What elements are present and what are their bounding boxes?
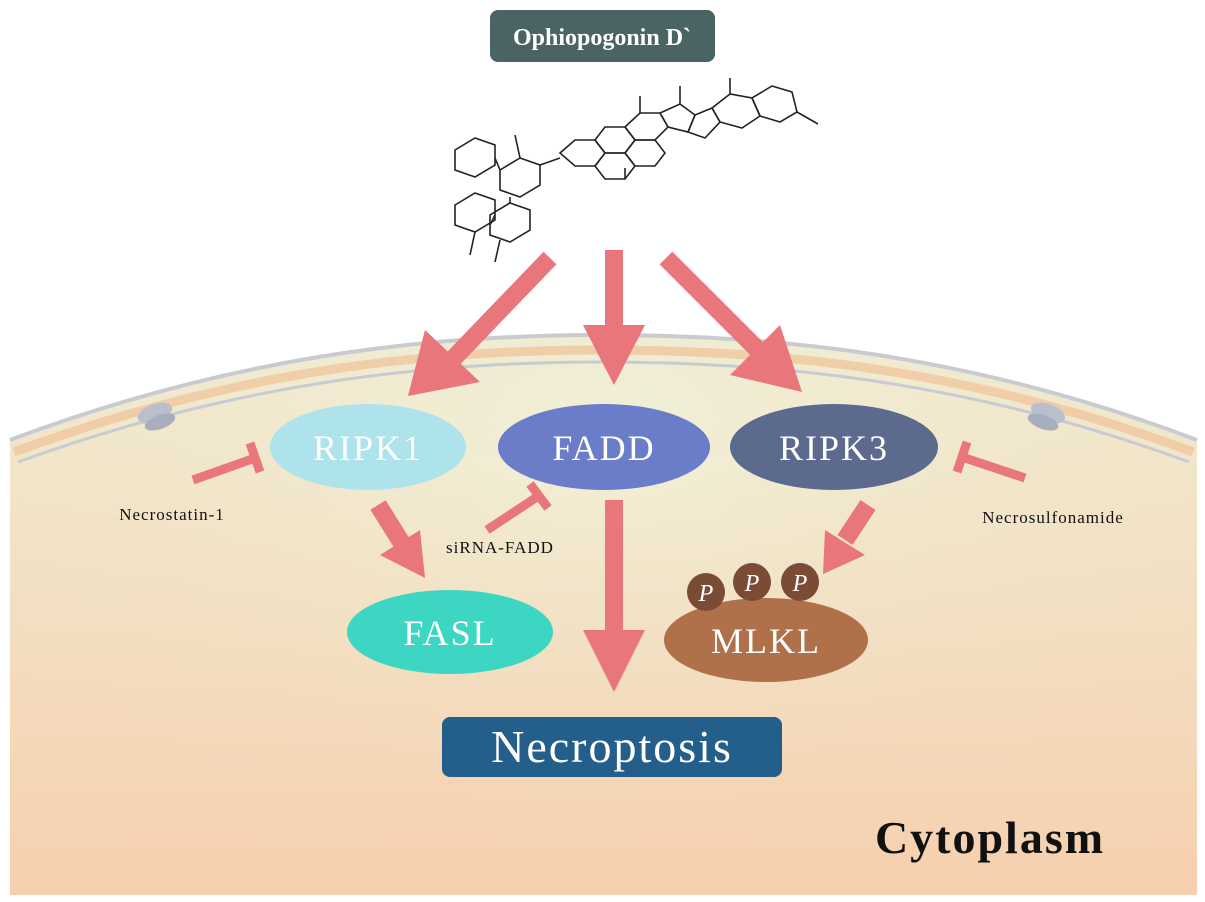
inhibitor-sirna-line — [484, 481, 552, 534]
node-fadd: FADD — [498, 404, 710, 490]
phospho-label-1: P — [698, 581, 714, 607]
necrosulfonamide-label: Necrosulfonamide — [982, 508, 1124, 527]
phospho-group-2: P — [733, 563, 771, 601]
arrow-drug-to-ripk3 — [659, 251, 802, 392]
phospho-group-3: P — [781, 563, 819, 601]
ripk3-label: RIPK3 — [779, 428, 889, 468]
membrane-channel-left — [137, 402, 176, 431]
ripk1-label: RIPK1 — [313, 428, 423, 468]
drug-label: Ophiopogonin D` — [513, 25, 691, 51]
node-mlkl: MLKL P P P — [664, 563, 868, 682]
node-ripk3: RIPK3 — [730, 404, 938, 490]
arrow-ripk1-to-fasl — [370, 500, 425, 578]
chemical-structure-icon — [454, 78, 819, 263]
arrow-drug-to-ripk1 — [408, 251, 557, 396]
sirna-fadd-label: siRNA-FADD — [446, 538, 554, 557]
phospho-label-3: P — [792, 571, 808, 597]
fasl-label: FASL — [403, 613, 496, 653]
node-ripk1: RIPK1 — [270, 404, 466, 490]
activation-arrows — [370, 250, 876, 692]
phospho-group-1: P — [687, 573, 725, 611]
inhibition-marks — [191, 440, 1027, 534]
fadd-label: FADD — [552, 428, 655, 468]
node-fasl: FASL — [347, 590, 553, 674]
arrow-drug-to-fadd — [583, 250, 645, 385]
drug-label-box: Ophiopogonin D` — [490, 10, 715, 62]
necroptosis-box: Necroptosis — [442, 717, 782, 777]
arrow-ripk3-to-mlkl — [823, 500, 876, 574]
mlkl-label: MLKL — [711, 621, 821, 661]
cytoplasm-label: Cytoplasm — [875, 812, 1105, 863]
arrow-fadd-to-necroptosis — [583, 500, 645, 692]
necroptosis-label: Necroptosis — [491, 721, 733, 772]
inhibitor-necrosulfonamide-line — [952, 440, 1027, 483]
membrane-channel-right — [1027, 402, 1066, 431]
necrostatin-label: Necrostatin-1 — [119, 505, 225, 524]
phospho-label-2: P — [744, 571, 760, 597]
inhibitor-necrostatin-line — [191, 441, 265, 485]
